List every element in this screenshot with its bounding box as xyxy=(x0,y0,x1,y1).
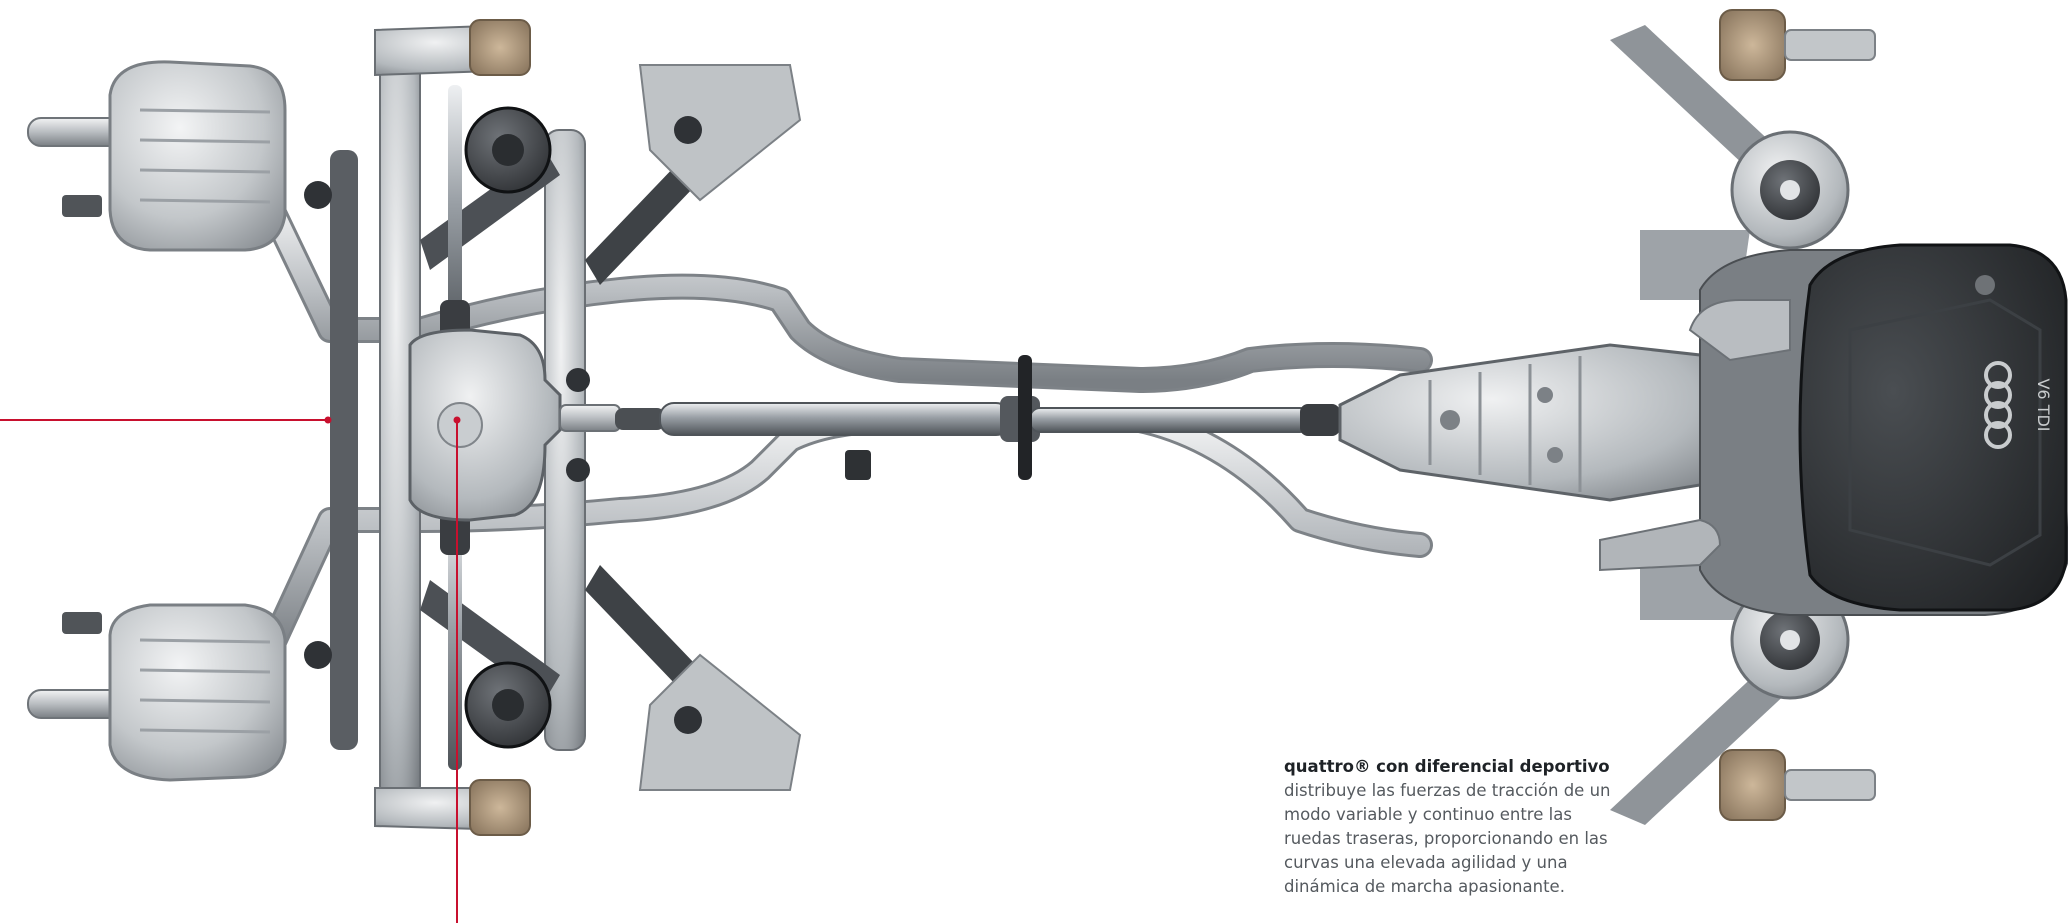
caption-title: quattro® con diferencial deportivo xyxy=(1284,757,1610,776)
caption-body: distribuye las fuerzas de tracción de un… xyxy=(1284,781,1611,896)
propeller-shaft xyxy=(615,355,1340,480)
rear-muffler-bottom xyxy=(27,603,287,782)
engine: V6 TDI xyxy=(1599,243,2068,616)
feature-caption: quattro® con diferencial deportivo distr… xyxy=(1284,755,1614,899)
rear-subframe xyxy=(304,19,802,836)
sport-differential xyxy=(408,328,621,522)
rear-half-shafts xyxy=(440,85,470,770)
transmission xyxy=(1338,343,1722,502)
rear-muffler-top xyxy=(27,60,287,252)
engine-cover-label: V6 TDI xyxy=(2034,378,2053,431)
callout-lines xyxy=(0,416,461,923)
audi-rings-logo xyxy=(1984,361,2012,449)
